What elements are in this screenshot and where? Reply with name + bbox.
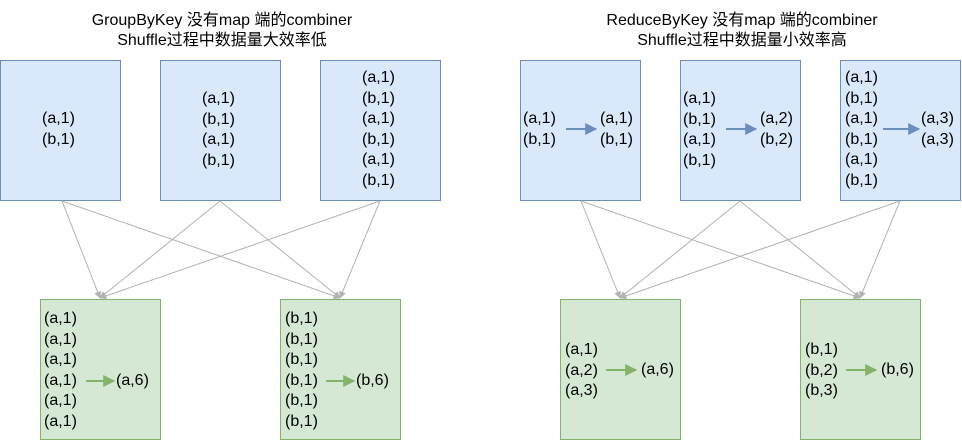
left-map-3-records: (a,1) (b,1) (a,1) (b,1) (a,1) (b,1): [362, 69, 395, 189]
left-title: GroupByKey 没有map 端的combiner Shuffle过程中数据…: [52, 11, 392, 51]
right-edge-2b: [739, 200, 861, 299]
right-map-2-input: (a,1) (b,1) (a,1) (b,1): [683, 90, 716, 169]
left-edge-1b: [61, 200, 341, 300]
right-reduce-a-result: (a,6): [641, 361, 674, 378]
right-title: ReduceByKey 没有map 端的combiner Shuffle过程中数…: [572, 11, 912, 51]
right-map-box-3: [840, 60, 961, 201]
left-map-box-2: [160, 60, 281, 201]
right-map-box-1: [520, 60, 641, 201]
left-reduce-box-a: [40, 299, 161, 440]
right-edge-1a: [580, 200, 621, 299]
right-map-1-input: (a,1) (b,1): [523, 110, 556, 148]
left-title-line2: Shuffle过程中数据量大效率低: [117, 32, 327, 49]
left-edge-1a: [61, 200, 101, 299]
right-map-3-output: (a,3) (a,3): [921, 110, 954, 148]
right-title-line1: ReduceByKey 没有map 端的combiner: [606, 12, 878, 29]
left-reduce-b-result: (b,6): [356, 372, 389, 389]
left-map-2-records: (a,1) (b,1) (a,1) (b,1): [202, 90, 235, 169]
right-reduce-a-records: (a,1) (a,2) (a,3): [565, 341, 598, 399]
left-reduce-b-records: (b,1) (b,1) (b,1) (b,1) (b,1) (b,1): [285, 310, 318, 430]
left-map-box-1: [0, 60, 121, 201]
left-edge-3a: [99, 200, 381, 300]
right-map-box-2: [680, 60, 801, 201]
right-reduce-b-result: (b,6): [881, 361, 914, 378]
right-edge-2a: [619, 200, 741, 299]
right-map-1-output: (a,1) (b,1): [600, 110, 633, 148]
left-edge-3b: [339, 200, 381, 299]
right-edge-3a: [619, 200, 901, 300]
left-reduce-a-result: (a,6): [116, 372, 149, 389]
right-edge-3b: [859, 200, 901, 299]
left-map-1-records: (a,1) (b,1): [42, 110, 75, 148]
right-map-3-input: (a,1) (b,1) (a,1) (b,1) (a,1) (b,1): [845, 69, 878, 189]
left-edge-2a: [99, 200, 221, 299]
right-map-2-output: (a,2) (b,2): [760, 110, 793, 148]
left-reduce-a-records: (a,1) (a,1) (a,1) (a,1) (a,1) (a,1): [44, 310, 77, 430]
left-edge-2b: [219, 200, 341, 299]
left-map-box-3: [320, 60, 441, 201]
left-title-line1: GroupByKey 没有map 端的combiner: [91, 12, 353, 29]
right-reduce-b-records: (b,1) (b,2) (b,3): [805, 341, 838, 399]
right-title-line2: Shuffle过程中数据量小效率高: [637, 32, 847, 49]
left-reduce-box-b: [280, 299, 401, 440]
right-edge-1b: [580, 200, 861, 300]
